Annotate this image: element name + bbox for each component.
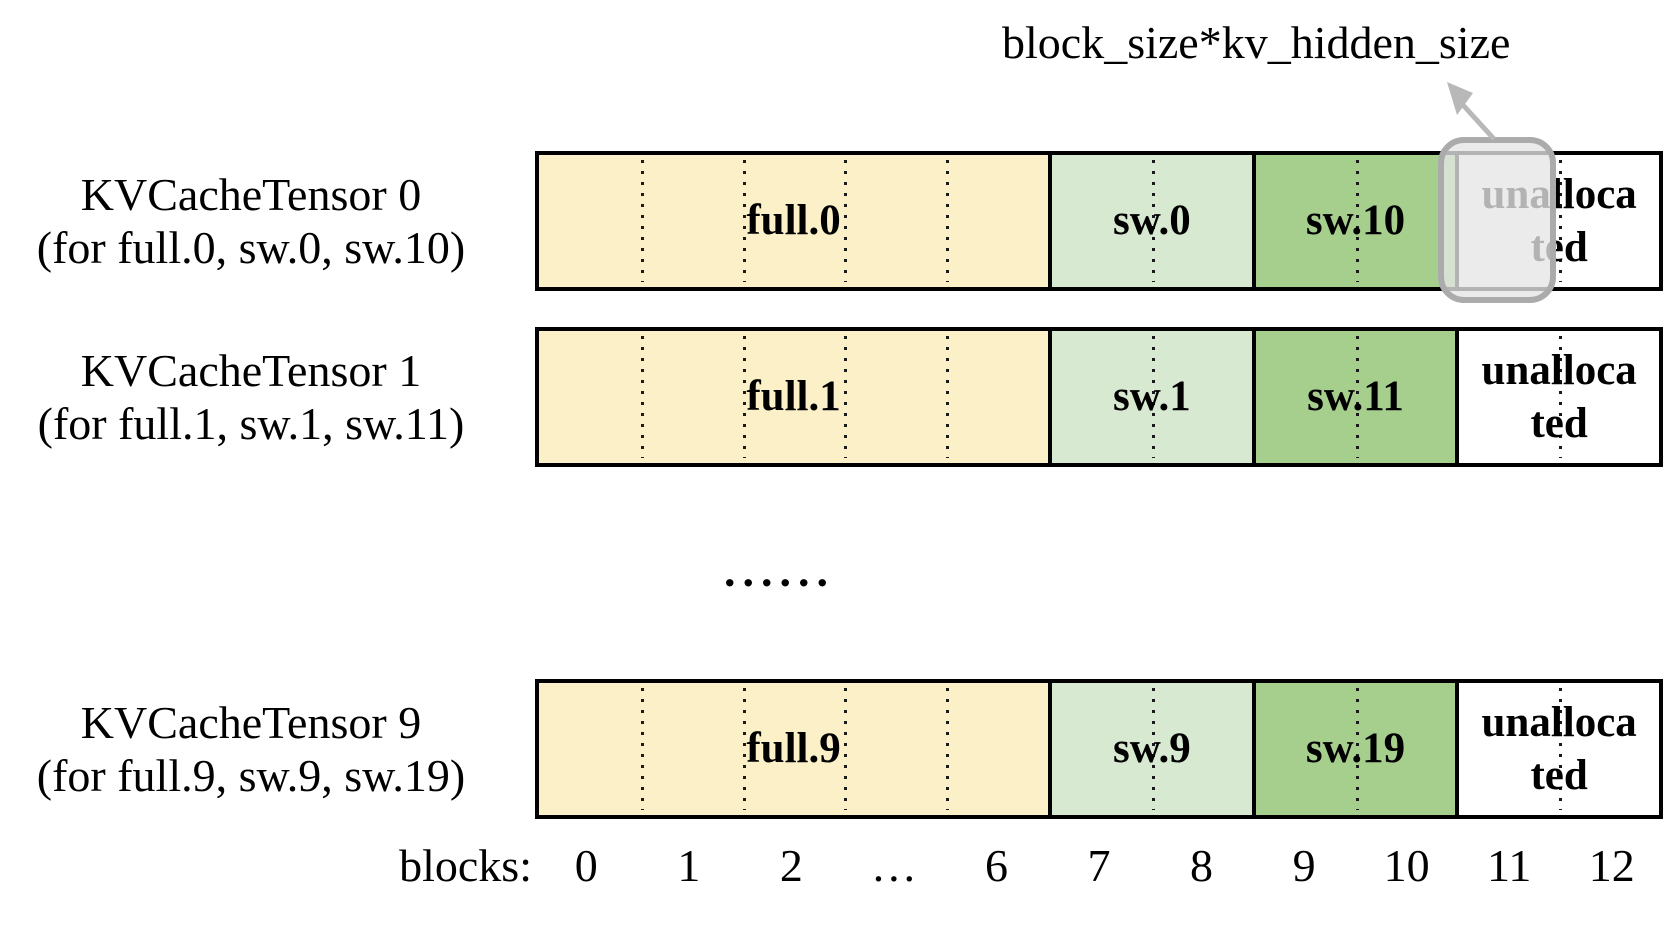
segment-label: unallocated [1481, 699, 1637, 799]
block-divider-line [1559, 336, 1563, 458]
kv-cache-tensor-row: full.9 sw.9 sw.19 unallocated [535, 679, 1663, 819]
row-label: KVCacheTensor 1 (for full.1, sw.1, sw.11… [5, 327, 497, 467]
block-divider-line [844, 160, 848, 282]
segment-unallocated: unallocated [1455, 331, 1659, 463]
segment-label: sw.9 [1113, 725, 1191, 772]
block-divider-line [640, 160, 644, 282]
block-tick: 1 [677, 840, 701, 891]
block-tick: 2 [779, 840, 803, 891]
block-divider-line [742, 688, 746, 810]
block-divider-line [946, 336, 950, 458]
segment-full: full.1 [539, 331, 1049, 463]
block-tick: 11 [1487, 840, 1532, 891]
block-tick: … [870, 840, 917, 891]
row-label: KVCacheTensor 0 (for full.0, sw.0, sw.10… [5, 151, 497, 291]
segment-label: full.1 [746, 373, 841, 420]
row-label: KVCacheTensor 9 (for full.9, sw.9, sw.19… [5, 679, 497, 819]
block-divider-line [844, 336, 848, 458]
block-divider-line [640, 336, 644, 458]
segment-label: sw.1 [1113, 373, 1191, 420]
block-divider-line [640, 688, 644, 810]
block-divider-line [844, 688, 848, 810]
block-tick: 8 [1190, 840, 1214, 891]
size-annotation-label: block_size*kv_hidden_size [1002, 17, 1511, 68]
segment-label: sw.10 [1305, 197, 1406, 244]
segment-sliding-window: sw.0 [1048, 155, 1252, 287]
segment-unallocated: unallocated [1455, 683, 1659, 815]
block-tick: 7 [1087, 840, 1111, 891]
block-tick: 9 [1292, 840, 1316, 891]
block-divider-line [1151, 160, 1155, 282]
block-divider-line [1355, 688, 1359, 810]
kv-cache-tensor-row: full.1 sw.1 sw.11 unallocated [535, 327, 1663, 467]
block-tick: 10 [1383, 840, 1430, 891]
segment-sliding-window-2: sw.19 [1251, 683, 1456, 815]
rows-ellipsis: ...... [724, 545, 835, 596]
segment-label: sw.19 [1305, 725, 1406, 772]
block-divider-line [742, 160, 746, 282]
row-subtitle: (for full.1, sw.1, sw.11) [37, 398, 465, 449]
row-title: KVCacheTensor 9 [80, 697, 422, 748]
block-divider-line [1151, 688, 1155, 810]
block-divider-line [742, 336, 746, 458]
segment-label: full.0 [746, 197, 841, 244]
segment-full: full.9 [539, 683, 1049, 815]
block-divider-line [1559, 688, 1563, 810]
segment-label: sw.0 [1113, 197, 1191, 244]
blocks-axis: 0 1 2 … 6 7 8 9 10 11 12 [535, 840, 1663, 892]
segment-label: sw.11 [1307, 373, 1404, 420]
row-subtitle: (for full.0, sw.0, sw.10) [36, 222, 466, 273]
blocks-axis-label: blocks: [399, 840, 532, 891]
row-title: KVCacheTensor 0 [80, 169, 422, 220]
segment-sliding-window: sw.1 [1048, 331, 1252, 463]
block-divider-line [1559, 160, 1563, 282]
block-divider-line [1151, 336, 1155, 458]
block-divider-line [1355, 336, 1359, 458]
segment-sliding-window-2: sw.11 [1251, 331, 1456, 463]
block-divider-line [1355, 160, 1359, 282]
segment-full: full.0 [539, 155, 1049, 287]
segment-label: full.9 [746, 725, 841, 772]
segment-label: unallocated [1481, 347, 1637, 447]
row-subtitle: (for full.9, sw.9, sw.19) [36, 750, 466, 801]
segment-sliding-window: sw.9 [1048, 683, 1252, 815]
block-divider-line [946, 688, 950, 810]
block-divider-line [946, 160, 950, 282]
block-tick: 6 [984, 840, 1008, 891]
segment-sliding-window-2: sw.10 [1251, 155, 1456, 287]
block-tick: 0 [574, 840, 598, 891]
block-highlight-box [1438, 137, 1556, 303]
block-tick: 12 [1588, 840, 1635, 891]
row-title: KVCacheTensor 1 [80, 345, 422, 396]
